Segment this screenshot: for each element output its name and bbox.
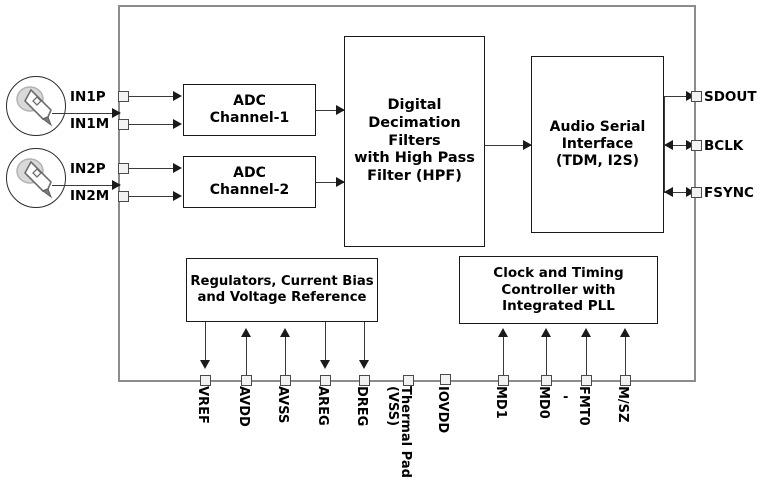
wire-dreg-arrow (359, 360, 369, 369)
wire-fmt0-arrow (581, 328, 591, 337)
wire-avdd (246, 330, 247, 376)
microphone-icon (6, 148, 66, 208)
wire-vref (205, 322, 206, 366)
pin-label-vref: VREF (195, 386, 210, 424)
pin-label-thermal-pad-vss: (VSS) (385, 386, 400, 427)
wire-bclk (664, 145, 696, 146)
wire-fsync-riser (664, 145, 665, 192)
wire-bclk-arrow-left (664, 140, 673, 150)
pin-label-in2m: IN2M (70, 188, 110, 204)
wire-in1m (129, 124, 175, 125)
pin-areg[interactable] (320, 375, 331, 386)
wire-fsync-arrow-left (664, 187, 673, 197)
wire-vref-arrow (200, 360, 210, 369)
pin-label-fmt0: FMT0 (576, 386, 591, 426)
wire-bclk-arrow-right (686, 140, 695, 150)
pin-in1p[interactable] (118, 91, 129, 102)
wire-in1p-arrow (173, 91, 182, 101)
pin-dreg[interactable] (359, 375, 370, 386)
pin-in2p[interactable] (118, 163, 129, 174)
block-clock-timing-controller[interactable]: Clock and Timing Controller with Integra… (459, 256, 658, 324)
pin-in1m[interactable] (118, 119, 129, 130)
wire-in1p (129, 96, 175, 97)
block-audio-serial-interface[interactable]: Audio Serial Interface (TDM, I2S) (531, 56, 664, 233)
pin-label-areg: AREG (315, 386, 330, 426)
wire-avss-arrow (280, 328, 290, 337)
block-clock-timing-controller-text: Clock and Timing Controller with Integra… (493, 265, 624, 315)
mic2-arrow (112, 180, 121, 190)
pin-fmt0[interactable] (581, 375, 592, 386)
wire-areg (325, 322, 326, 366)
wire-ddf-to-asi (485, 145, 531, 146)
block-digital-decimation-filters-text: Digital Decimation Filters with High Pas… (354, 97, 475, 185)
wire-sdout (664, 96, 696, 97)
pin-md1[interactable] (498, 375, 509, 386)
block-digital-decimation-filters[interactable]: Digital Decimation Filters with High Pas… (344, 36, 485, 247)
wire-in2p-arrow (173, 163, 182, 173)
wire-md0 (546, 330, 547, 376)
pin-label-md1: MD1 (493, 386, 508, 419)
wire-sdout-arrow (686, 91, 695, 101)
pin-label-iovdd: IOVDD (435, 386, 450, 434)
block-audio-serial-interface-text: Audio Serial Interface (TDM, I2S) (549, 118, 646, 170)
pin-avss[interactable] (280, 375, 291, 386)
wire-md1-arrow (498, 328, 508, 337)
wire-fsync-arrow-right (686, 187, 695, 197)
pin-label-md0: MD0 (536, 386, 551, 419)
pin-label-avdd: AVDD (236, 386, 251, 427)
pin-label-in1p: IN1P (70, 89, 106, 105)
pin-vref[interactable] (200, 375, 211, 386)
microphone-icon (6, 76, 66, 136)
block-adc-channel-2[interactable]: ADC Channel-2 (183, 156, 316, 208)
wire-areg-arrow (320, 360, 330, 369)
block-adc-channel-2-text: ADC Channel-2 (209, 164, 290, 198)
pin-msz[interactable] (620, 375, 631, 386)
pin-in2m[interactable] (118, 191, 129, 202)
pin-avdd[interactable] (241, 375, 252, 386)
block-adc-channel-1-text: ADC Channel-1 (209, 92, 290, 126)
mic1-wire (52, 113, 120, 114)
pin-label-in1m: IN1M (70, 116, 110, 132)
pin-label-dreg: DREG (354, 386, 369, 427)
wire-dreg (364, 322, 365, 366)
block-regulators[interactable]: Regulators, Current Bias and Voltage Ref… (186, 258, 378, 322)
pin-md0[interactable] (541, 375, 552, 386)
wire-adc2-to-ddf-arrow (336, 177, 345, 187)
wire-md0-arrow (541, 328, 551, 337)
block-regulators-text: Regulators, Current Bias and Voltage Ref… (190, 273, 374, 305)
mic1-arrow (112, 108, 121, 118)
pin-label-fsync: FSYNC (704, 185, 754, 201)
pin-label-in2p: IN2P (70, 161, 106, 177)
wire-fsync (664, 192, 696, 193)
block-adc-channel-1[interactable]: ADC Channel-1 (183, 84, 316, 136)
wire-fmt0 (586, 330, 587, 376)
pin-iovdd[interactable] (440, 374, 451, 385)
pin-thermal-pad[interactable] (403, 375, 414, 386)
wire-in2m-arrow (173, 191, 182, 201)
pin-label-avss: AVSS (275, 386, 290, 424)
pin-label-msz: M/SZ (615, 386, 630, 423)
wire-avss (285, 330, 286, 376)
pin-label-sdout: SDOUT (704, 89, 757, 105)
wire-adc1-to-ddf (316, 110, 344, 111)
pin-fsync[interactable] (691, 187, 702, 198)
wire-ddf-to-asi-arrow (523, 140, 532, 150)
pin-label-bclk: BCLK (704, 138, 744, 154)
wire-in1m-arrow (173, 119, 182, 129)
pin-bclk[interactable] (691, 140, 702, 151)
wire-adc1-to-ddf-arrow (336, 105, 345, 115)
pin-sdout[interactable] (691, 91, 702, 102)
pin-label-separator-dash: - (563, 390, 569, 405)
wire-msz (625, 330, 626, 376)
wire-in2m (129, 196, 175, 197)
wire-in2p (129, 168, 175, 169)
wire-avdd-arrow (241, 328, 251, 337)
wire-md1 (503, 330, 504, 376)
pin-label-thermal-pad: Thermal Pad (398, 386, 413, 478)
wire-adc2-to-ddf (316, 182, 344, 183)
wire-msz-arrow (620, 328, 630, 337)
wire-sdout-riser (664, 96, 665, 145)
mic2-wire (52, 185, 120, 186)
